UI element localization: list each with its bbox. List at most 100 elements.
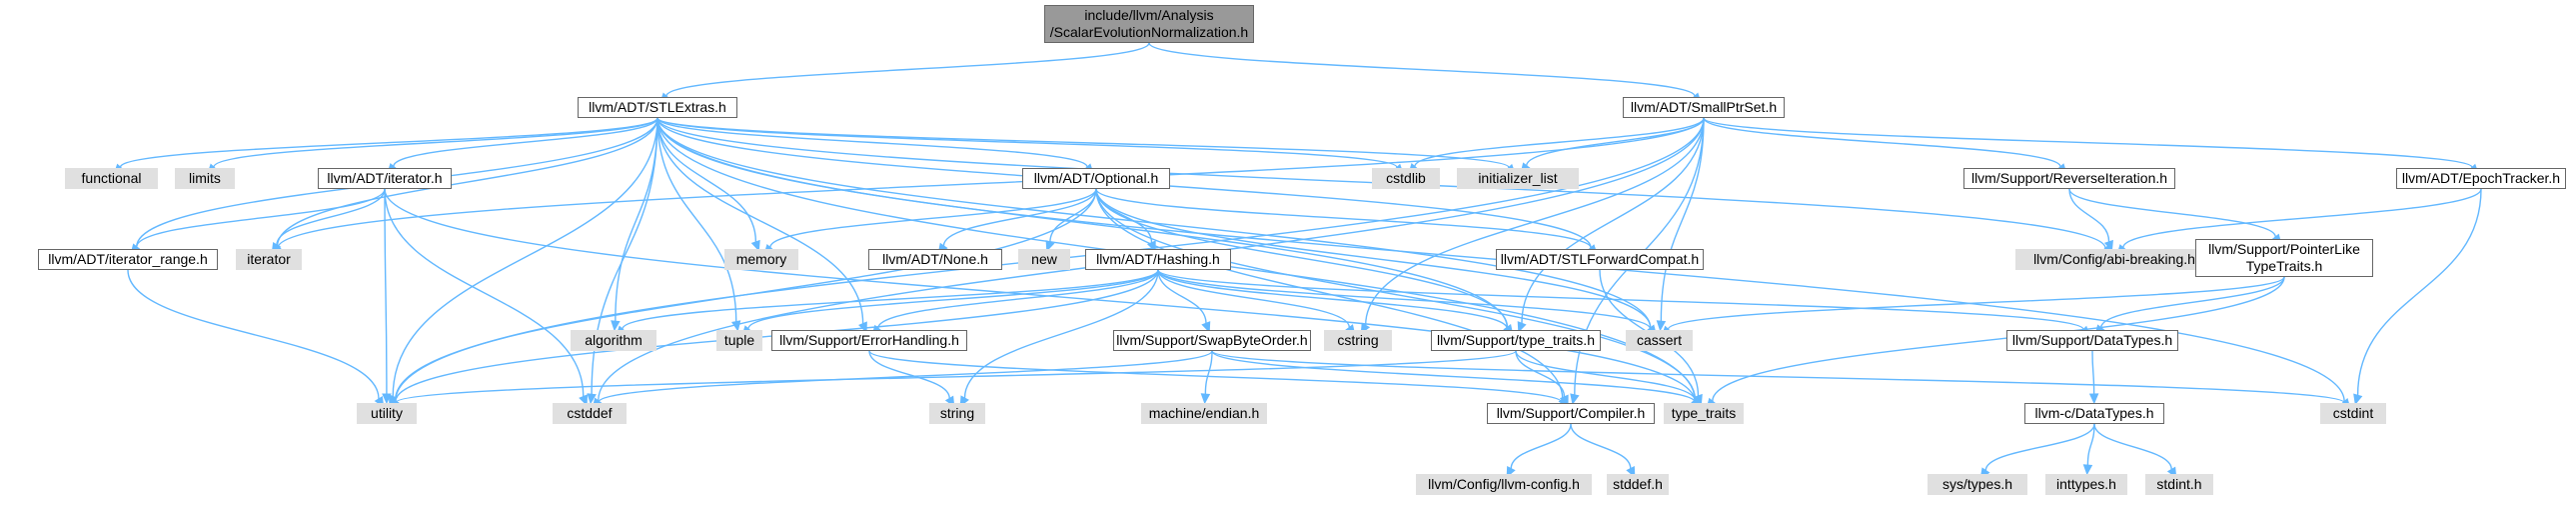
edge-arrowhead-cdatatypes-to-inttypes xyxy=(2082,464,2093,476)
node-utility-label: utility xyxy=(371,405,403,421)
edge-reverseiter-to-abibreaking xyxy=(2068,188,2110,242)
node-stlextras[interactable]: llvm/ADT/STLExtras.h xyxy=(578,97,737,118)
edge-optional-to-memory xyxy=(769,188,1097,248)
node-hashing-label: llvm/ADT/Hashing.h xyxy=(1096,251,1220,267)
edge-arrowhead-stlextras-to-memory xyxy=(750,239,760,252)
edge-cdatatypes-to-stdint xyxy=(2093,423,2172,470)
node-cstddef: cstddef xyxy=(553,403,627,424)
node-iterrange[interactable]: llvm/ADT/iterator_range.h xyxy=(38,249,218,270)
edge-hashing-to-typetraitsh xyxy=(1157,269,1508,329)
edge-smallptrset-to-initlist xyxy=(1525,117,1705,166)
node-epoch[interactable]: llvm/ADT/EpochTracker.h xyxy=(2396,168,2566,189)
node-smallptrset[interactable]: llvm/ADT/SmallPtrSet.h xyxy=(1623,97,1785,118)
edge-typetraitsh-to-utility xyxy=(395,350,1517,404)
node-algorithm-label: algorithm xyxy=(585,332,643,348)
node-optional-label: llvm/ADT/Optional.h xyxy=(1033,170,1159,186)
edge-smallptrset-to-typetraitsh xyxy=(1521,117,1705,324)
edge-cdatatypes-to-systypes xyxy=(1984,423,2095,471)
edge-stlextras-to-initlist xyxy=(656,117,1510,169)
node-reverseiter[interactable]: llvm/Support/ReverseIteration.h xyxy=(1963,168,2175,189)
edge-iteratorh-to-utility xyxy=(384,188,388,395)
edge-stlextras-to-errorhandling xyxy=(656,117,864,324)
edge-errorhandling-to-string xyxy=(868,350,950,399)
edge-cdatatypes-to-inttypes xyxy=(2086,423,2095,466)
node-cstdint: cstdint xyxy=(2320,403,2386,424)
edge-hashing-to-algorithm xyxy=(622,269,1159,330)
node-stddef: stddef.h xyxy=(1607,474,1669,495)
node-epoch-label: llvm/ADT/EpochTracker.h xyxy=(2401,170,2561,186)
edge-compiler-to-llvmconfig xyxy=(1510,423,1572,469)
node-swapbyte[interactable]: llvm/Support/SwapByteOrder.h xyxy=(1113,330,1311,351)
edge-smallptrset-to-cassert xyxy=(1660,117,1705,322)
node-cassert-label: cassert xyxy=(1636,332,1683,348)
node-root-line-2: /ScalarEvolutionNormalization.h xyxy=(1049,24,1249,40)
edge-arrowhead-reverseiter-to-abibreaking xyxy=(2103,239,2113,252)
node-iterator-label: iterator xyxy=(247,251,291,267)
node-typetraitsh[interactable]: llvm/Support/type_traits.h xyxy=(1431,330,1601,351)
node-tuple: tuple xyxy=(716,330,762,351)
edge-stlextras-to-limits xyxy=(213,117,658,168)
node-optional[interactable]: llvm/ADT/Optional.h xyxy=(1022,168,1170,189)
node-initlist-label: initializer_list xyxy=(1478,170,1558,186)
edge-arrowhead-stlextras-to-cstddef xyxy=(587,393,597,405)
node-swapbyte-label: llvm/Support/SwapByteOrder.h xyxy=(1116,332,1308,348)
node-cstdint-label: cstdint xyxy=(2332,405,2374,421)
edge-stlextras-to-iterator xyxy=(276,117,658,247)
node-compiler-label: llvm/Support/Compiler.h xyxy=(1496,405,1646,421)
node-functional: functional xyxy=(65,168,158,189)
node-memory-label: memory xyxy=(735,251,787,267)
edge-hashing-to-tuple xyxy=(747,269,1159,330)
node-systypes-label: sys/types.h xyxy=(1941,476,2013,492)
edge-pointerlike-to-cassert xyxy=(1667,276,2285,330)
node-iteratorh[interactable]: llvm/ADT/iterator.h xyxy=(318,168,452,189)
node-hashing[interactable]: llvm/ADT/Hashing.h xyxy=(1085,249,1231,270)
node-stlforward[interactable]: llvm/ADT/STLForwardCompat.h xyxy=(1496,249,1704,270)
node-pointerlike[interactable]: llvm/Support/PointerLike TypeTraits.h xyxy=(2195,239,2373,277)
node-stdint-label: stdint.h xyxy=(2156,476,2202,492)
node-datatypes-label: llvm/Support/DataTypes.h xyxy=(2011,332,2173,348)
node-pointerlike-line-1: llvm/Support/PointerLike xyxy=(2208,241,2360,257)
node-smallptrset-label: llvm/ADT/SmallPtrSet.h xyxy=(1630,99,1778,115)
node-inttypes: inttypes.h xyxy=(2045,474,2127,495)
node-iterrange-label: llvm/ADT/iterator_range.h xyxy=(48,251,208,267)
edge-arrowhead-stlextras-to-algorithm xyxy=(611,320,621,332)
edge-arrowhead-smallptrset-to-compiler xyxy=(1570,393,1580,405)
edge-hashing-to-swapbyte xyxy=(1157,269,1207,324)
node-systypes: sys/types.h xyxy=(1928,474,2027,495)
node-cassert: cassert xyxy=(1626,330,1693,351)
node-errorhandling[interactable]: llvm/Support/ErrorHandling.h xyxy=(771,330,967,351)
node-new: new xyxy=(1018,249,1070,270)
edge-stlextras-to-memory xyxy=(656,117,757,242)
node-cdatatypes[interactable]: llvm-c/DataTypes.h xyxy=(2024,403,2164,424)
node-stlextras-label: llvm/ADT/STLExtras.h xyxy=(589,99,726,115)
edge-datatypes-to-cdatatypes xyxy=(2091,350,2095,395)
node-tuple-label: tuple xyxy=(723,332,755,348)
node-limits: limits xyxy=(175,168,235,189)
node-endian: machine/endian.h xyxy=(1141,403,1267,424)
node-new-label: new xyxy=(1031,251,1057,267)
node-inttypes-label: inttypes.h xyxy=(2056,476,2116,492)
edge-smallptrset-to-reverseiter xyxy=(1703,117,2061,168)
node-typetraits-label: type_traits xyxy=(1671,405,1737,421)
node-utility: utility xyxy=(357,403,417,424)
edge-epoch-to-cstdint xyxy=(2356,188,2482,396)
edge-optional-to-typetraitsh xyxy=(1095,188,1509,328)
edge-smallptrset-to-iterator xyxy=(277,117,1705,249)
node-endian-label: machine/endian.h xyxy=(1148,405,1260,421)
node-datatypes[interactable]: llvm/Support/DataTypes.h xyxy=(2006,330,2178,351)
node-compiler[interactable]: llvm/Support/Compiler.h xyxy=(1487,403,1655,424)
edge-swapbyte-to-typetraits xyxy=(1211,350,1696,403)
node-none[interactable]: llvm/ADT/None.h xyxy=(868,249,1002,270)
node-functional-label: functional xyxy=(81,170,142,186)
edge-root-to-stlextras xyxy=(665,42,1150,97)
edge-hashing-to-cstring xyxy=(1157,269,1351,328)
edge-arrowhead-smallptrset-to-cassert xyxy=(1656,320,1667,332)
edge-compiler-to-stddef xyxy=(1570,423,1632,469)
edge-stlextras-to-tuple xyxy=(656,117,737,322)
node-stddef-label: stddef.h xyxy=(1613,476,1663,492)
node-cstddef-label: cstddef xyxy=(567,405,613,421)
edge-arrowhead-typetraitsh-to-compiler xyxy=(1559,394,1569,407)
edge-optional-to-typetraits xyxy=(1095,188,1697,401)
node-reverseiter-label: llvm/Support/ReverseIteration.h xyxy=(1970,170,2168,186)
edge-root-to-smallptrset xyxy=(1148,42,1696,97)
